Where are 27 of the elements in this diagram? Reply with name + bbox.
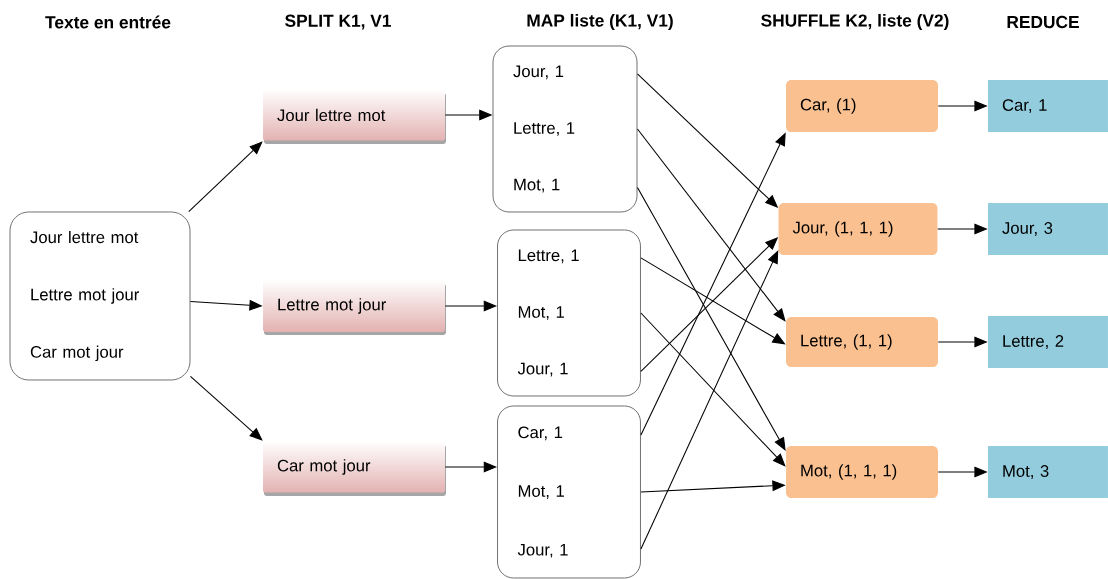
split-box: Car mot jour	[263, 441, 446, 496]
column-heading: SPLIT K1, V1	[285, 14, 391, 30]
map-box: Lettre, 1 Mot, 1 Jour, 1	[497, 229, 641, 397]
column-heading: MAP liste (K1, V1)	[527, 13, 673, 31]
split-box: Jour lettre mot	[263, 89, 446, 144]
reduce-box: Mot, 3	[988, 446, 1108, 498]
column-heading: SHUFFLE K2, liste (V2)	[761, 13, 949, 31]
reduce-box: Lettre, 2	[988, 316, 1108, 368]
shuffle-box: Car, (1)	[786, 80, 938, 132]
arrow	[640, 312, 786, 467]
arrow	[636, 128, 786, 322]
map-box: Car, 1 Mot, 1 Jour, 1	[497, 405, 641, 579]
arrow	[640, 257, 786, 345]
arrow	[640, 250, 779, 550]
column-heading: Texte en entrée	[45, 15, 171, 29]
arrow	[189, 375, 263, 441]
split-box: Lettre mot jour	[263, 280, 446, 335]
shuffle-box: Lettre, (1, 1)	[786, 317, 938, 367]
shuffle-box: Mot, (1, 1, 1)	[786, 446, 938, 498]
reduce-box: Jour, 3	[988, 203, 1108, 255]
arrow	[636, 186, 786, 451]
input-text-box: Jour lettre mot Lettre mot jour Car mot jour	[9, 211, 191, 381]
reduce-box: Car, 1	[988, 80, 1108, 132]
map-box: Jour, 1 Lettre, 1 Mot, 1	[492, 45, 638, 213]
column-heading: REDUCE	[1007, 15, 1079, 29]
arrow	[188, 141, 263, 213]
shuffle-box: Jour, (1, 1, 1)	[778, 203, 938, 255]
